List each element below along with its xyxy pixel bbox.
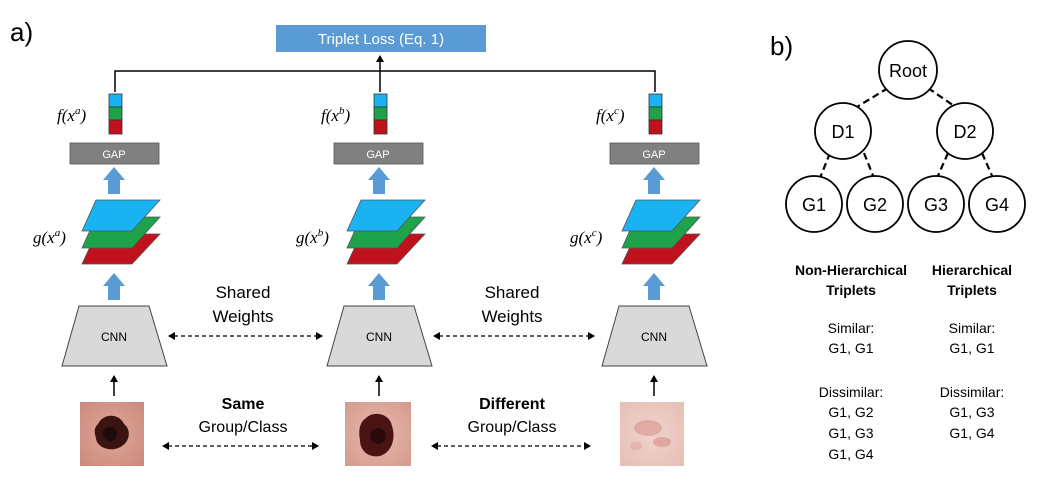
panel-b-label: b)	[770, 31, 793, 61]
shared-weights-2: Shared Weights	[433, 283, 595, 340]
triplet-loss-label: Triplet Loss (Eq. 1)	[318, 31, 444, 48]
cnn-c	[601, 305, 708, 367]
branch-c: f(xc) GAP g(xc) CNN	[570, 93, 708, 466]
skin-image-a	[80, 402, 144, 466]
hier-heading-2: Triplets	[947, 282, 997, 298]
edge-d2-g4	[980, 152, 995, 179]
feature-map-c	[621, 199, 701, 265]
relation-same-bold: Same	[222, 396, 265, 413]
node-g1-label: G1	[802, 195, 826, 215]
non-hier-dissimilar-item: G1, G3	[828, 425, 873, 441]
non-hier-dissimilar-item: G1, G2	[828, 404, 873, 420]
feature-label-b: g(xb)	[296, 227, 329, 247]
edge-root-d2	[927, 87, 961, 111]
cnn-label-c: CNN	[641, 330, 667, 344]
node-root	[878, 40, 938, 100]
gap-label-b: GAP	[366, 149, 389, 161]
shared-weights-1: Shared Weights	[168, 283, 323, 340]
node-d1-label: D1	[831, 122, 854, 142]
relation-different-bold: Different	[479, 396, 545, 413]
embedding-vector-c	[648, 93, 663, 135]
feature-map-b	[346, 199, 426, 265]
shared-weights-1-line2: Weights	[212, 307, 273, 326]
non-hier-heading-2: Triplets	[826, 282, 876, 298]
node-d2	[936, 102, 994, 160]
node-g1	[785, 175, 843, 233]
cnn-label-a: CNN	[101, 330, 127, 344]
shared-weights-2-line2: Weights	[481, 307, 542, 326]
embedding-label-a: f(xa)	[57, 105, 86, 125]
feature-label-c: g(xc)	[570, 227, 603, 247]
non-hier-dissimilar-item: G1, G4	[828, 446, 873, 462]
non-hier-heading-1: Non-Hierarchical	[795, 262, 907, 278]
non-hierarchical-column: Non-Hierarchical Triplets Similar: G1, G…	[795, 262, 907, 462]
node-g2	[846, 175, 904, 233]
panel-a-label: a)	[10, 17, 33, 47]
node-d2-label: D2	[953, 122, 976, 142]
feature-map-a	[81, 199, 161, 265]
skin-image-b	[345, 402, 411, 466]
edge-d2-g3	[935, 152, 950, 179]
shared-weights-2-line1: Shared	[485, 283, 540, 302]
node-g2-label: G2	[863, 195, 887, 215]
node-g4	[968, 175, 1026, 233]
embedding-label-c: f(xc)	[596, 105, 625, 125]
non-hier-similar-label: Similar:	[828, 320, 875, 336]
branch-a: f(xa) GAP g(xa) CNN	[33, 93, 168, 466]
node-d1	[814, 102, 872, 160]
edge-d1-g2	[862, 152, 876, 179]
branch-b: f(xb) GAP g(xb) CNN	[296, 93, 433, 466]
gap-box-b	[333, 142, 424, 165]
skin-image-c	[620, 402, 684, 466]
hier-dissimilar-item: G1, G4	[949, 425, 994, 441]
hier-dissimilar-label: Dissimilar:	[940, 384, 1005, 400]
shared-weights-1-line1: Shared	[216, 283, 271, 302]
embedding-vector-a	[108, 93, 123, 135]
hier-similar-item: G1, G1	[949, 340, 994, 356]
hierarchy-tree: Root D1 D2 G1 G2 G3 G4	[785, 40, 1026, 233]
node-g3	[907, 175, 965, 233]
gap-box-c	[609, 142, 700, 165]
embedding-connector	[114, 70, 656, 92]
hier-heading-1: Hierarchical	[932, 262, 1012, 278]
embedding-vector-b	[373, 93, 388, 135]
cnn-label-b: CNN	[366, 330, 392, 344]
arrow-up-b-2	[368, 273, 390, 300]
node-g4-label: G4	[985, 195, 1009, 215]
relation-same-rest: Group/Class	[199, 419, 288, 436]
gap-label-c: GAP	[642, 149, 665, 161]
arrow-up-b-1	[368, 167, 390, 194]
hier-similar-label: Similar:	[949, 320, 996, 336]
hierarchical-column: Hierarchical Triplets Similar: G1, G1 Di…	[932, 262, 1012, 441]
edge-d1-g1	[818, 152, 832, 179]
relation-different-rest: Group/Class	[468, 419, 557, 436]
non-hier-similar-item: G1, G1	[828, 340, 873, 356]
embedding-label-b: f(xb)	[321, 105, 350, 125]
feature-label-a: g(xa)	[33, 227, 66, 247]
node-g3-label: G3	[924, 195, 948, 215]
arrow-up-a-2	[103, 273, 125, 300]
arrow-up-a-1	[103, 167, 125, 194]
cnn-a	[61, 305, 168, 367]
relation-different: Different Group/Class	[431, 396, 591, 450]
arrow-up-c-2	[643, 273, 665, 300]
hier-dissimilar-item: G1, G3	[949, 404, 994, 420]
triplet-loss-box	[276, 25, 486, 52]
gap-label-a: GAP	[102, 149, 125, 161]
cnn-b	[326, 305, 433, 367]
node-root-label: Root	[889, 61, 927, 81]
arrow-up-c-1	[643, 167, 665, 194]
non-hier-dissimilar-label: Dissimilar:	[819, 384, 884, 400]
relation-same: Same Group/Class	[162, 396, 319, 450]
gap-box-a	[69, 142, 160, 165]
